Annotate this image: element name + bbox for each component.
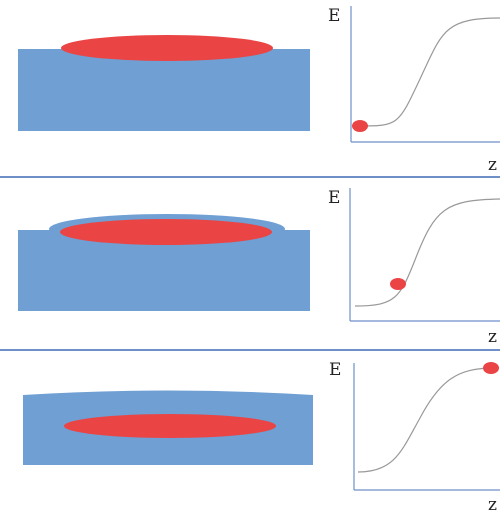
panel-2: E z <box>18 188 500 347</box>
x-axis-label: z <box>488 155 497 175</box>
panel-1-graph: E z <box>328 6 500 175</box>
substrate-block <box>18 49 310 131</box>
position-marker <box>390 278 406 290</box>
panel-2-scene <box>18 214 310 311</box>
x-axis-label: z <box>488 495 497 514</box>
x-axis-label: z <box>488 327 497 347</box>
panel-3: E z <box>23 360 500 514</box>
film-droplet <box>60 219 272 245</box>
panel-1: E z <box>18 6 500 175</box>
y-axis-label: E <box>328 6 340 26</box>
position-marker <box>352 120 368 132</box>
film-droplet <box>61 35 273 61</box>
panel-1-scene <box>18 35 310 131</box>
energy-curve <box>354 198 500 307</box>
y-axis-label: E <box>329 360 341 380</box>
y-axis-label: E <box>328 188 340 208</box>
panel-3-scene <box>23 390 313 465</box>
film-droplet <box>64 414 276 438</box>
panel-2-graph: E z <box>328 188 500 347</box>
position-marker <box>483 362 499 374</box>
panel-3-graph: E z <box>329 360 500 514</box>
energy-curve <box>357 367 495 473</box>
energy-curve <box>357 17 500 127</box>
